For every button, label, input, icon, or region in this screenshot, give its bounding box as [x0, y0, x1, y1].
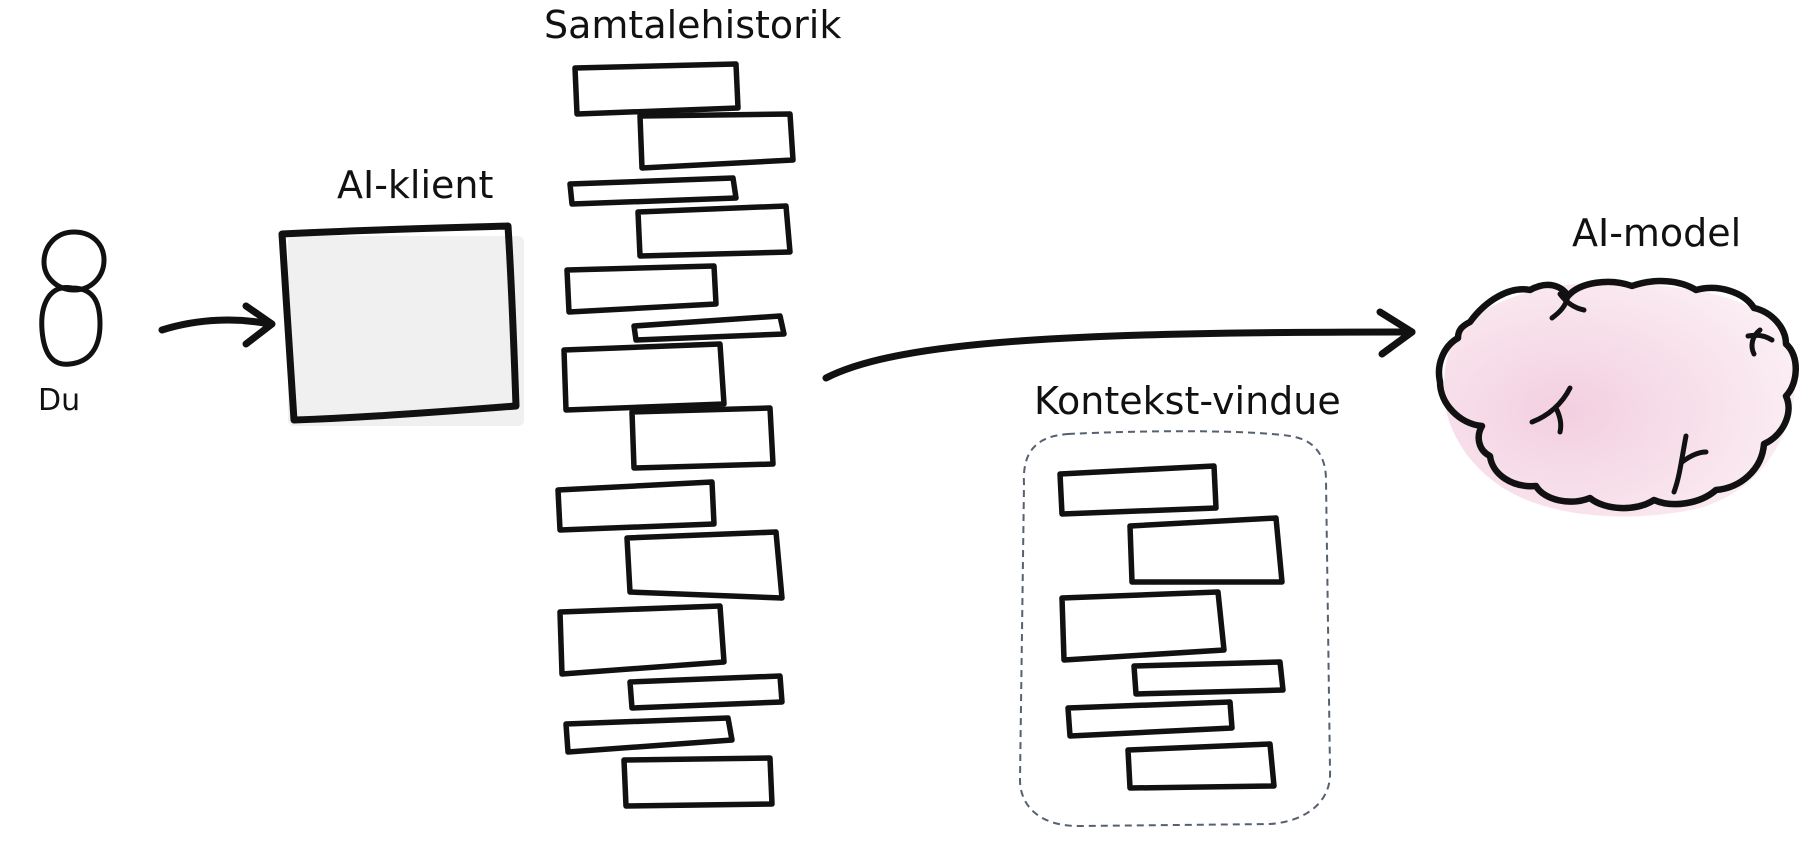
context-window: Kontekst-vindue	[1018, 379, 1341, 828]
history-label: Samtalehistorik	[544, 3, 841, 47]
context-message	[1131, 659, 1286, 697]
context-message	[1057, 463, 1219, 517]
context-message	[1127, 515, 1285, 585]
arrow-history-to-model	[822, 308, 1416, 382]
user-label: Du	[38, 383, 80, 418]
history-stack	[555, 61, 796, 809]
conversation-history: Samtalehistorik	[544, 3, 841, 809]
history-message	[624, 529, 785, 601]
context-message	[1065, 699, 1235, 739]
history-message	[635, 203, 793, 259]
history-message	[557, 603, 727, 677]
client-label: AI-klient	[337, 163, 493, 207]
context-stack	[1057, 463, 1286, 791]
history-message	[555, 479, 717, 533]
history-message	[563, 715, 735, 755]
history-message	[631, 313, 787, 343]
history-message	[564, 263, 719, 315]
history-message	[627, 673, 785, 711]
window-icon	[278, 222, 524, 426]
history-message	[629, 405, 776, 471]
ai-client: AI-klient	[278, 163, 524, 426]
history-message	[572, 61, 741, 117]
context-label: Kontekst-vindue	[1034, 379, 1341, 423]
context-window-border	[1018, 430, 1332, 828]
user-figure: Du	[38, 229, 107, 418]
brain-icon	[1435, 277, 1799, 517]
history-message	[567, 175, 739, 207]
model-label: AI-model	[1572, 211, 1741, 255]
context-message	[1059, 589, 1227, 663]
person-icon	[39, 229, 107, 367]
history-message	[561, 341, 727, 413]
ai-model: AI-model	[1435, 211, 1799, 517]
brain-fill	[1443, 282, 1797, 517]
context-message	[1125, 741, 1277, 791]
arrow-user-to-client	[158, 302, 276, 348]
history-message	[621, 755, 775, 809]
history-message	[637, 111, 796, 171]
